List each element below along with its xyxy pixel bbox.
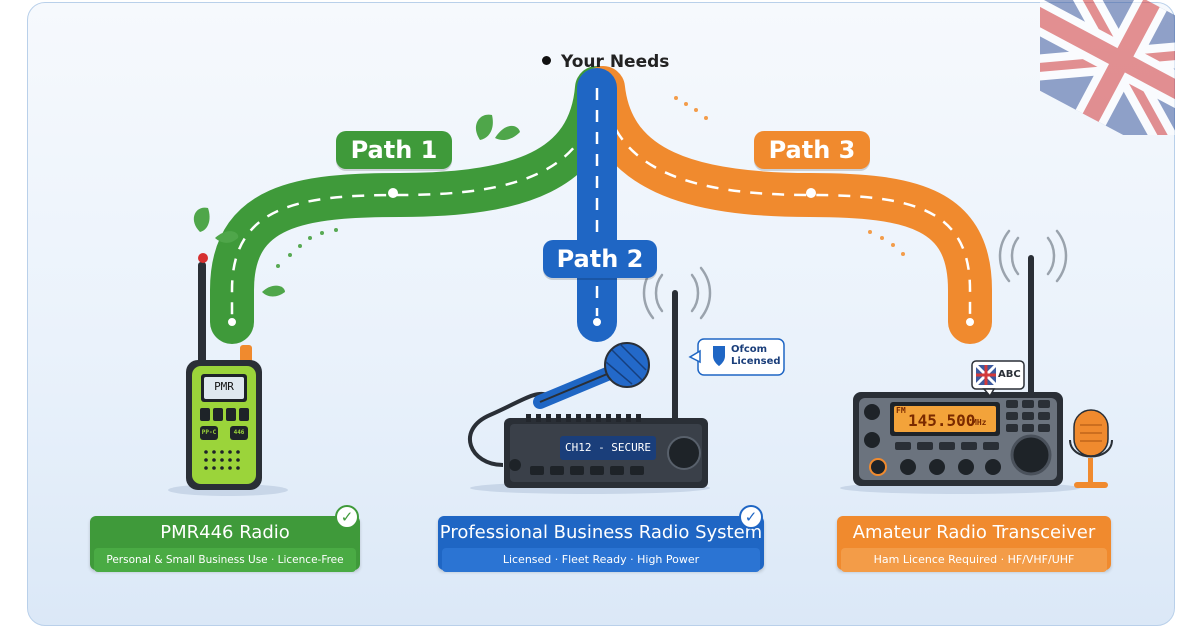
pmr446-card: PMR446 Radio Personal & Small Business U… [90, 516, 360, 572]
desk-microphone-icon [1069, 409, 1113, 488]
path-2-pill: Path 2 [543, 240, 657, 278]
signal-waves-icon [642, 229, 1068, 320]
pmr446-check-icon: ✓ [335, 505, 359, 529]
dot-accent [674, 96, 905, 256]
microphone-icon [533, 342, 650, 409]
start-dot [542, 56, 551, 65]
ofcom-line-1: Ofcom [731, 344, 768, 355]
pmr-radio-icon [168, 253, 288, 496]
path-3-pill: Path 3 [754, 131, 870, 169]
business-radio-title: Professional Business Radio System [439, 522, 763, 543]
leaf-icon [193, 114, 520, 297]
path-1-pill: Path 1 [336, 131, 452, 169]
path-3-end-dot [964, 316, 976, 328]
amateur-radio-card: Amateur Radio Transceiver Ham Licence Re… [837, 516, 1111, 572]
ham-transceiver-icon [840, 255, 1080, 494]
pmr446-title: PMR446 Radio [160, 522, 290, 543]
ofcom-badge [688, 338, 785, 376]
pmr-key-right: 446 [233, 429, 245, 436]
business-radio-subtitle: Licensed · Fleet Ready · High Power [442, 548, 760, 572]
path-2-end-dot [591, 316, 603, 328]
uk-flag-icon [1040, 0, 1175, 135]
your-needs-label: Your Needs [542, 52, 669, 72]
path-3-road [581, 66, 992, 344]
ham-unit-text: MHz [972, 418, 987, 427]
ham-flag-text: ABC [998, 369, 1021, 380]
path-1-road [210, 66, 619, 344]
business-radio-icon [468, 290, 710, 494]
ham-mode-text: FM [896, 406, 906, 415]
your-needs-text: Your Needs [561, 52, 670, 72]
path-3-mid-dot [806, 188, 816, 198]
ham-frequency-text: 145.500 [908, 411, 976, 430]
amateur-radio-title: Amateur Radio Transceiver [852, 522, 1096, 543]
amateur-radio-subtitle: Ham Licence Required · HF/VHF/UHF [841, 548, 1107, 572]
pmr-key-left: PP-C [201, 429, 217, 436]
business-radio-card: Professional Business Radio System Licen… [438, 516, 764, 572]
business-screen-text: CH12 - SECURE [564, 441, 652, 454]
pmr-screen-text: PMR [214, 380, 234, 393]
uk-flag-bubble [971, 360, 1025, 398]
dot-accent [276, 228, 338, 268]
path-1-mid-dot [388, 188, 398, 198]
ofcom-badge-text: Ofcom Licensed [731, 344, 781, 368]
ofcom-line-2: Licensed [731, 356, 781, 367]
pmr446-subtitle: Personal & Small Business Use · Licence-… [94, 548, 356, 572]
business-radio-check-icon: ✓ [739, 505, 763, 529]
path-1-end-dot [226, 316, 238, 328]
